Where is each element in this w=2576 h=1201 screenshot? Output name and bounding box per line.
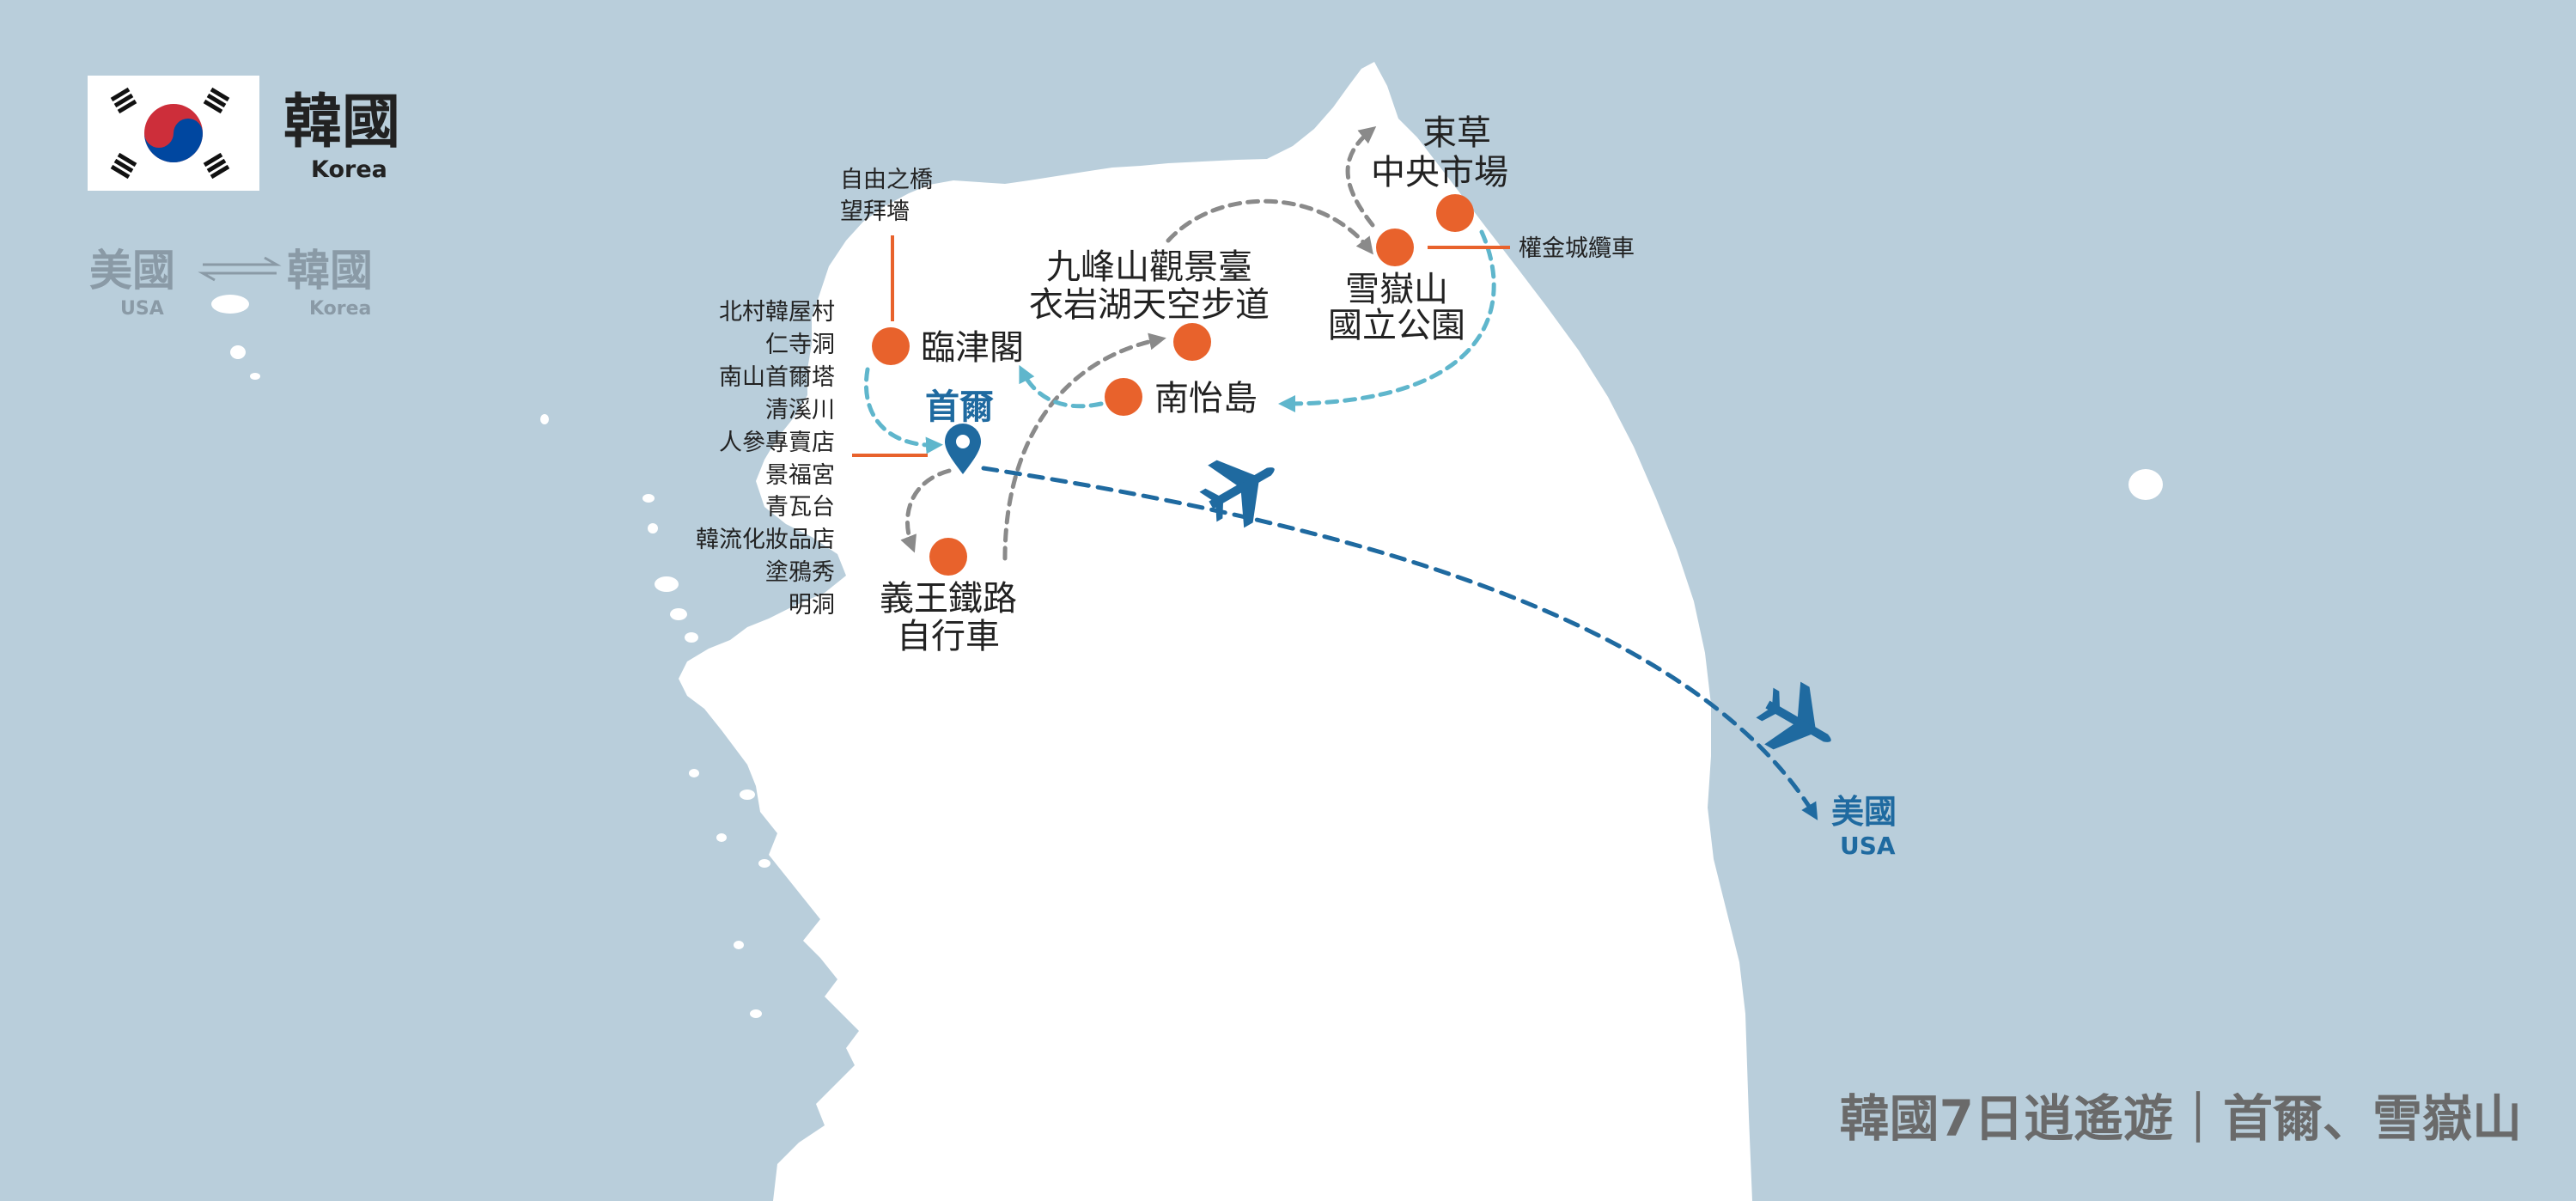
usa-label-zh: 美國 — [1831, 793, 1897, 831]
seoul-attraction: 仁寺洞 — [765, 332, 835, 358]
marker-seorak[interactable] — [1376, 229, 1414, 266]
usa-label-en: USA — [1840, 832, 1896, 860]
airplane-icon — [1199, 460, 1275, 528]
seorak-label: 雪嶽山 — [1345, 270, 1448, 309]
title-zh: 韓國 — [283, 88, 400, 156]
gubong-label: 九峰山觀景臺 — [1046, 247, 1252, 287]
korea-landmass — [679, 62, 1752, 1201]
islands — [211, 295, 2163, 1018]
route-from-zh: 美國 — [89, 246, 175, 296]
uiwang-label: 義王鐵路 — [880, 579, 1017, 619]
seoul-attraction: 北村韓屋村 — [719, 299, 835, 326]
seoul-attractions-list: 北村韓屋村 仁寺洞 南山首爾塔 清溪川 人參專賣店 景福宮 青瓦台 韓流化妝品店… — [696, 299, 835, 619]
seoul-attraction: 景福宮 — [765, 462, 835, 489]
route-nami-imjingak — [1019, 364, 1104, 409]
seoul-attraction: 人參專賣店 — [719, 430, 835, 456]
route-uiwang-gubong — [1002, 332, 1166, 561]
title-en: Korea — [311, 156, 387, 183]
sokcho-label: 束草 — [1422, 113, 1491, 153]
marker-gubong[interactable] — [1173, 323, 1211, 361]
route-from-en: USA — [120, 298, 164, 320]
map-pin-icon[interactable] — [945, 424, 981, 474]
footer-caption: 韓國7日逍遙遊｜首爾、雪嶽山 — [1840, 1089, 2522, 1148]
seoul-attraction: 塗鴉秀 — [765, 559, 835, 586]
marker-uiwang[interactable] — [929, 538, 967, 576]
seorak-label: 國立公園 — [1328, 306, 1465, 345]
route-seorak-sokcho — [1345, 125, 1377, 228]
seoul-attraction: 清溪川 — [765, 397, 835, 424]
gubong-label: 衣岩湖天空步道 — [1029, 285, 1270, 325]
route-seoul-usa — [981, 466, 1818, 820]
seoul-attraction: 南山首爾塔 — [719, 364, 835, 391]
imjingak-sub: 自由之橋 — [840, 167, 933, 193]
route-gubong-seorak — [1166, 198, 1373, 255]
seoul-attraction: 青瓦台 — [765, 494, 835, 521]
seoul-attraction: 韓流化妝品店 — [696, 527, 835, 553]
marker-imjingak[interactable] — [872, 327, 910, 365]
korean-flag-icon — [88, 76, 259, 191]
route-imjingak-seoul — [864, 367, 943, 454]
imjingak-sub: 望拜墻 — [840, 198, 910, 225]
seoul-label: 首爾 — [925, 387, 994, 427]
imjingak-label: 臨津閣 — [921, 328, 1024, 368]
route-to-zh: 韓國 — [287, 246, 373, 296]
exchange-arrow-icon — [203, 256, 282, 266]
uiwang-label: 自行車 — [897, 617, 1000, 656]
flight-route-header: 美國 USA 韓國 Korea — [89, 246, 373, 320]
route-to-en: Korea — [309, 298, 371, 320]
marker-sokcho[interactable] — [1436, 194, 1474, 232]
airplane-icon — [1756, 681, 1831, 750]
sokcho-label: 中央市場 — [1371, 153, 1508, 192]
nami-label: 南怡島 — [1154, 379, 1258, 418]
marker-nami[interactable] — [1105, 378, 1142, 416]
seoul-attraction: 明洞 — [789, 592, 835, 619]
seorak-sub: 權金城纜車 — [1519, 235, 1635, 262]
